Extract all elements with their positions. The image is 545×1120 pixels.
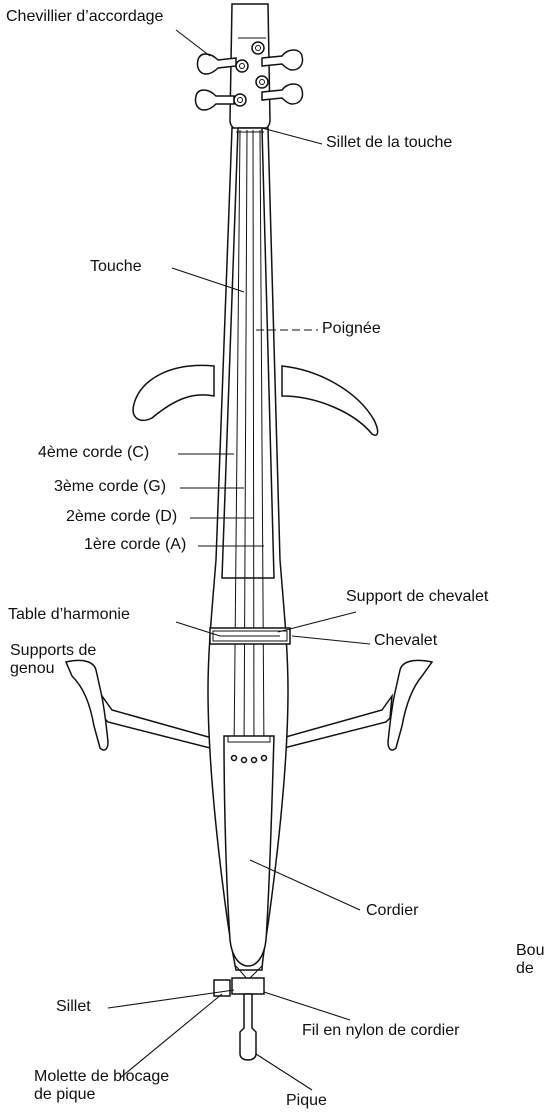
label-fingerboard-nut: Sillet de la touche xyxy=(326,134,452,152)
peg-head xyxy=(195,4,302,130)
label-string-4: 4ème corde (C) xyxy=(38,444,149,462)
label-nylon-wire: Fil en nylon de cordier xyxy=(302,1022,459,1040)
endpin-lock-knob xyxy=(214,980,230,996)
label-string-3: 3ème corde (G) xyxy=(54,478,166,496)
label-knee-supports: Supports de genou xyxy=(10,642,96,678)
label-top-plate: Table d’harmonie xyxy=(8,606,130,624)
label-endpin: Pique xyxy=(286,1092,327,1110)
label-knee-supports-line2: genou xyxy=(10,660,96,678)
label-tailpiece: Cordier xyxy=(366,902,418,920)
knee-support-right xyxy=(282,660,432,750)
endpin xyxy=(240,994,256,1060)
label-saddle: Sillet xyxy=(56,998,91,1016)
label-string-1: 1ère corde (A) xyxy=(84,536,186,554)
label-peg-box: Chevillier d’accordage xyxy=(6,8,163,26)
label-endpin-lock-line2: de pique xyxy=(34,1086,169,1104)
label-cut-off-right: Bou de xyxy=(516,942,544,978)
label-knee-supports-line1: Supports de xyxy=(10,642,96,660)
label-bridge-support: Support de chevalet xyxy=(346,588,488,606)
label-endpin-lock: Molette de blocage de pique xyxy=(34,1068,169,1104)
tailpiece xyxy=(224,736,274,966)
label-grip: Poignée xyxy=(322,320,381,338)
label-cut-off-right-line1: Bou xyxy=(516,942,544,960)
endpin-block xyxy=(232,978,264,994)
label-bridge: Chevalet xyxy=(374,632,437,650)
label-cut-off-right-line2: de xyxy=(516,960,544,978)
bridge xyxy=(210,628,290,644)
label-fingerboard: Touche xyxy=(90,258,142,276)
label-endpin-lock-line1: Molette de blocage xyxy=(34,1068,169,1086)
label-string-2: 2ème corde (D) xyxy=(66,508,177,526)
